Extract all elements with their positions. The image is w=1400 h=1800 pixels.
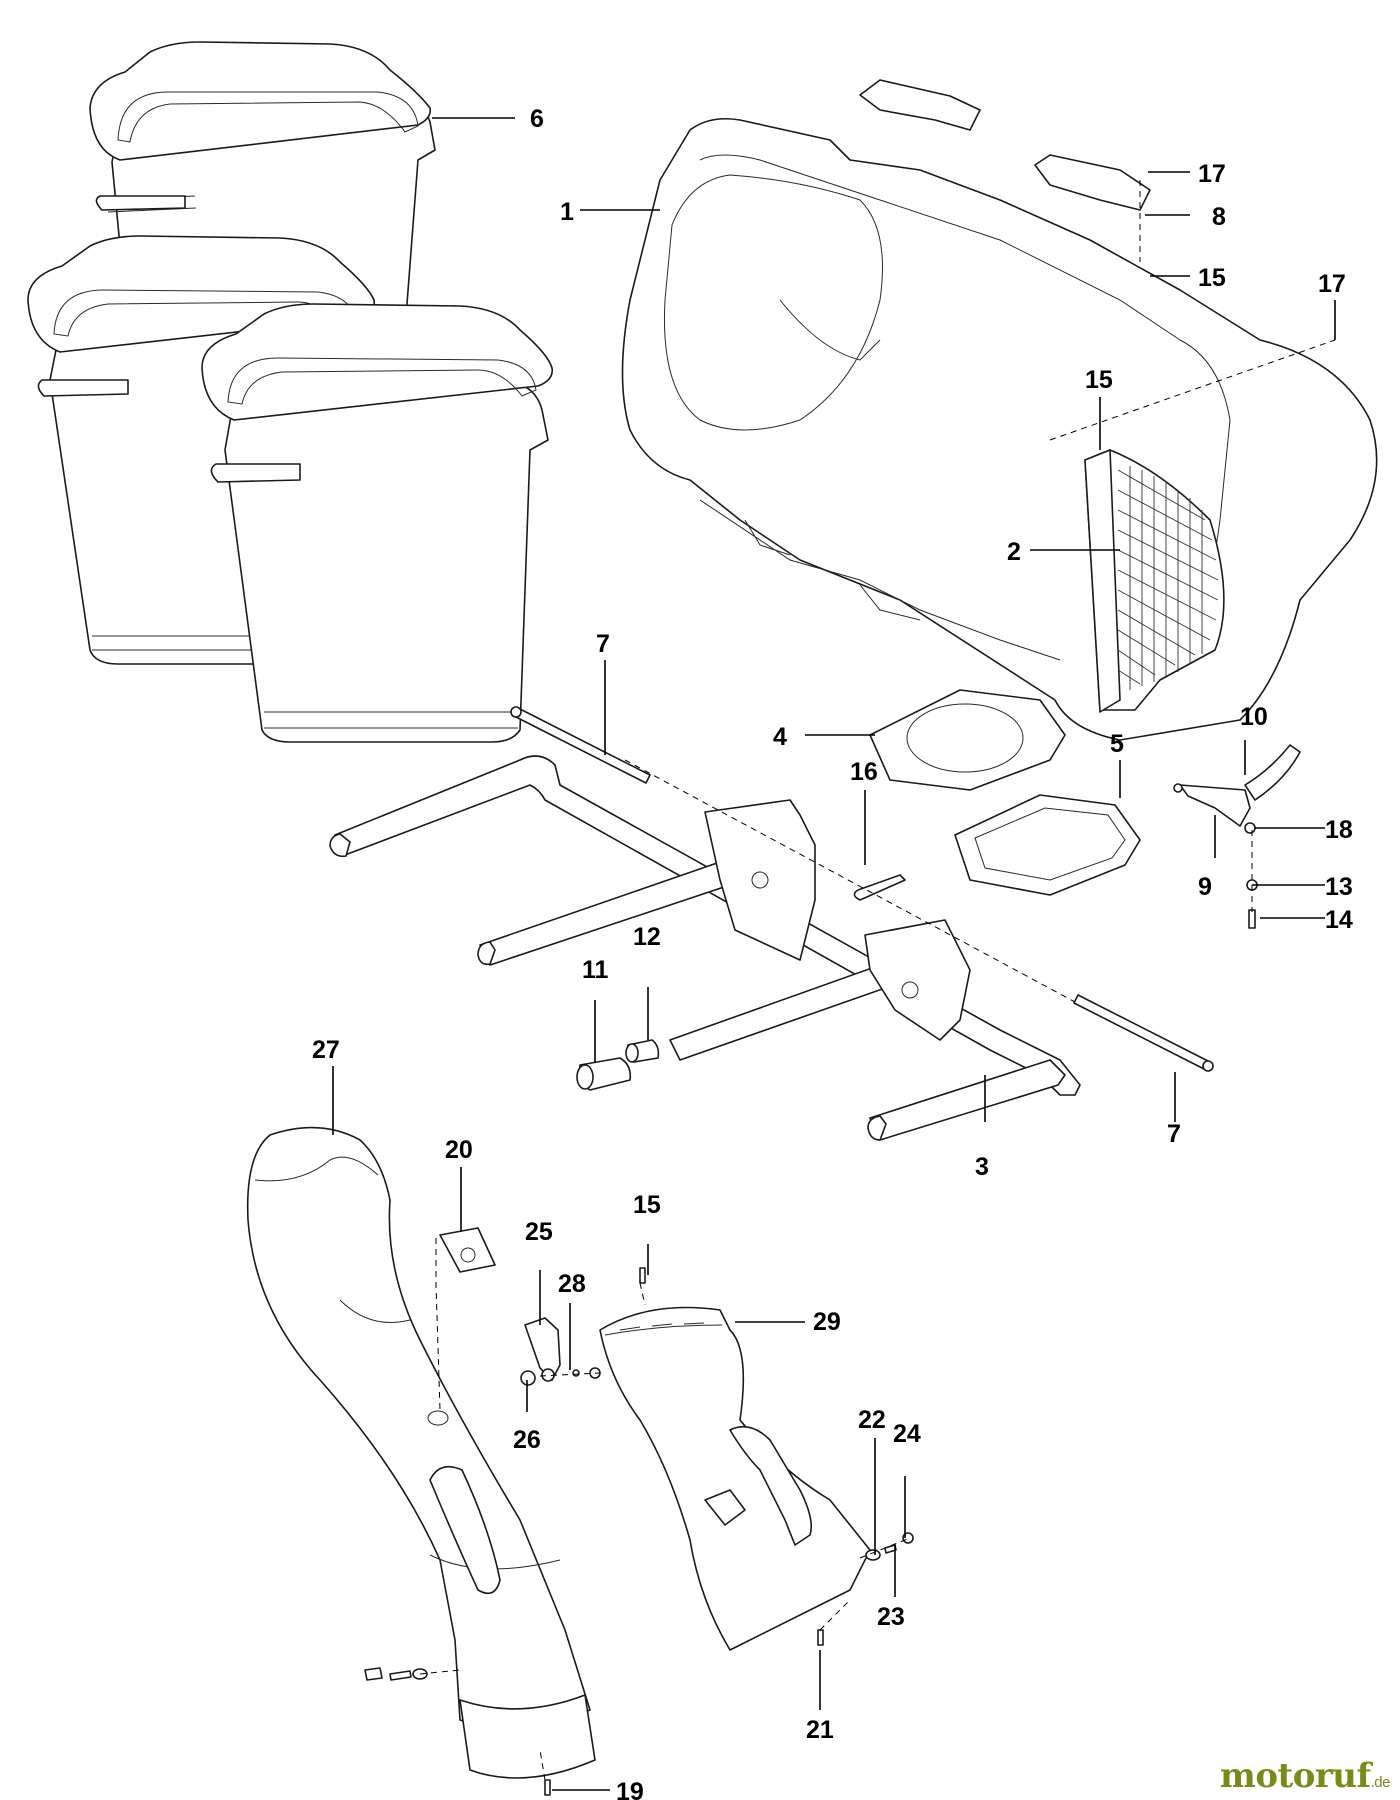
- callout-17: 17: [1318, 270, 1346, 298]
- callout-14: 14: [1325, 906, 1353, 934]
- callout-25: 25: [525, 1218, 553, 1246]
- callouts: 6 1 17 8 15 17 15 2 7 10 4 5 16 18 9 13 …: [312, 105, 1353, 1800]
- chute-upper: [246, 1126, 596, 1779]
- watermark-logo: motoruf.de: [1219, 1756, 1391, 1796]
- callout-7: 7: [596, 630, 610, 658]
- collector-screen: [1084, 449, 1225, 713]
- grass-bag-front: [201, 303, 554, 743]
- callout-28: 28: [558, 1270, 586, 1298]
- adapter-plate: [869, 689, 1066, 791]
- chute-switch: [439, 1227, 496, 1273]
- callout-22: 22: [858, 1406, 886, 1434]
- callout-17: 17: [1198, 160, 1226, 188]
- assembly-dash-lines: [419, 180, 1336, 1781]
- callout-13: 13: [1325, 873, 1353, 901]
- gasket-frame: [954, 794, 1141, 896]
- callout-3: 3: [975, 1153, 989, 1181]
- chute-bolts: [364, 1267, 914, 1796]
- callout-11: 11: [582, 956, 609, 984]
- chute-lower: [599, 1306, 871, 1651]
- sleeve-small: [625, 1039, 660, 1063]
- callout-15: 15: [633, 1191, 661, 1219]
- callout-1: 1: [560, 198, 574, 226]
- callout-21: 21: [806, 1716, 834, 1744]
- callout-7: 7: [1167, 1120, 1181, 1148]
- leader-lines: [332, 117, 1336, 1791]
- callout-4: 4: [773, 723, 787, 751]
- cotter-pin: [853, 874, 906, 901]
- callout-24: 24: [893, 1420, 921, 1448]
- callout-29: 29: [813, 1308, 841, 1336]
- callout-10: 10: [1240, 703, 1268, 731]
- deflector-lever: [520, 1317, 601, 1386]
- callout-5: 5: [1110, 730, 1124, 758]
- sleeve-large: [576, 1057, 632, 1091]
- callout-23: 23: [877, 1603, 905, 1631]
- callout-15: 15: [1198, 264, 1226, 292]
- callout-2: 2: [1007, 538, 1021, 566]
- callout-19: 19: [616, 1778, 644, 1800]
- mount-frame: [329, 755, 1081, 1141]
- latch-spring: [1244, 744, 1301, 801]
- axle-rod-right: [1073, 994, 1214, 1072]
- latch-lever: [1179, 784, 1251, 827]
- callout-16: 16: [850, 758, 878, 786]
- axle-rod-left: [510, 706, 651, 784]
- callout-15: 15: [1085, 366, 1113, 394]
- collector-housing: [621, 79, 1378, 741]
- callout-9: 9: [1198, 873, 1212, 901]
- callout-12: 12: [633, 923, 661, 951]
- callout-18: 18: [1325, 816, 1353, 844]
- callout-26: 26: [513, 1426, 541, 1454]
- callout-8: 8: [1212, 203, 1226, 231]
- callout-27: 27: [312, 1036, 340, 1064]
- callout-20: 20: [445, 1136, 473, 1164]
- callout-6: 6: [530, 105, 544, 133]
